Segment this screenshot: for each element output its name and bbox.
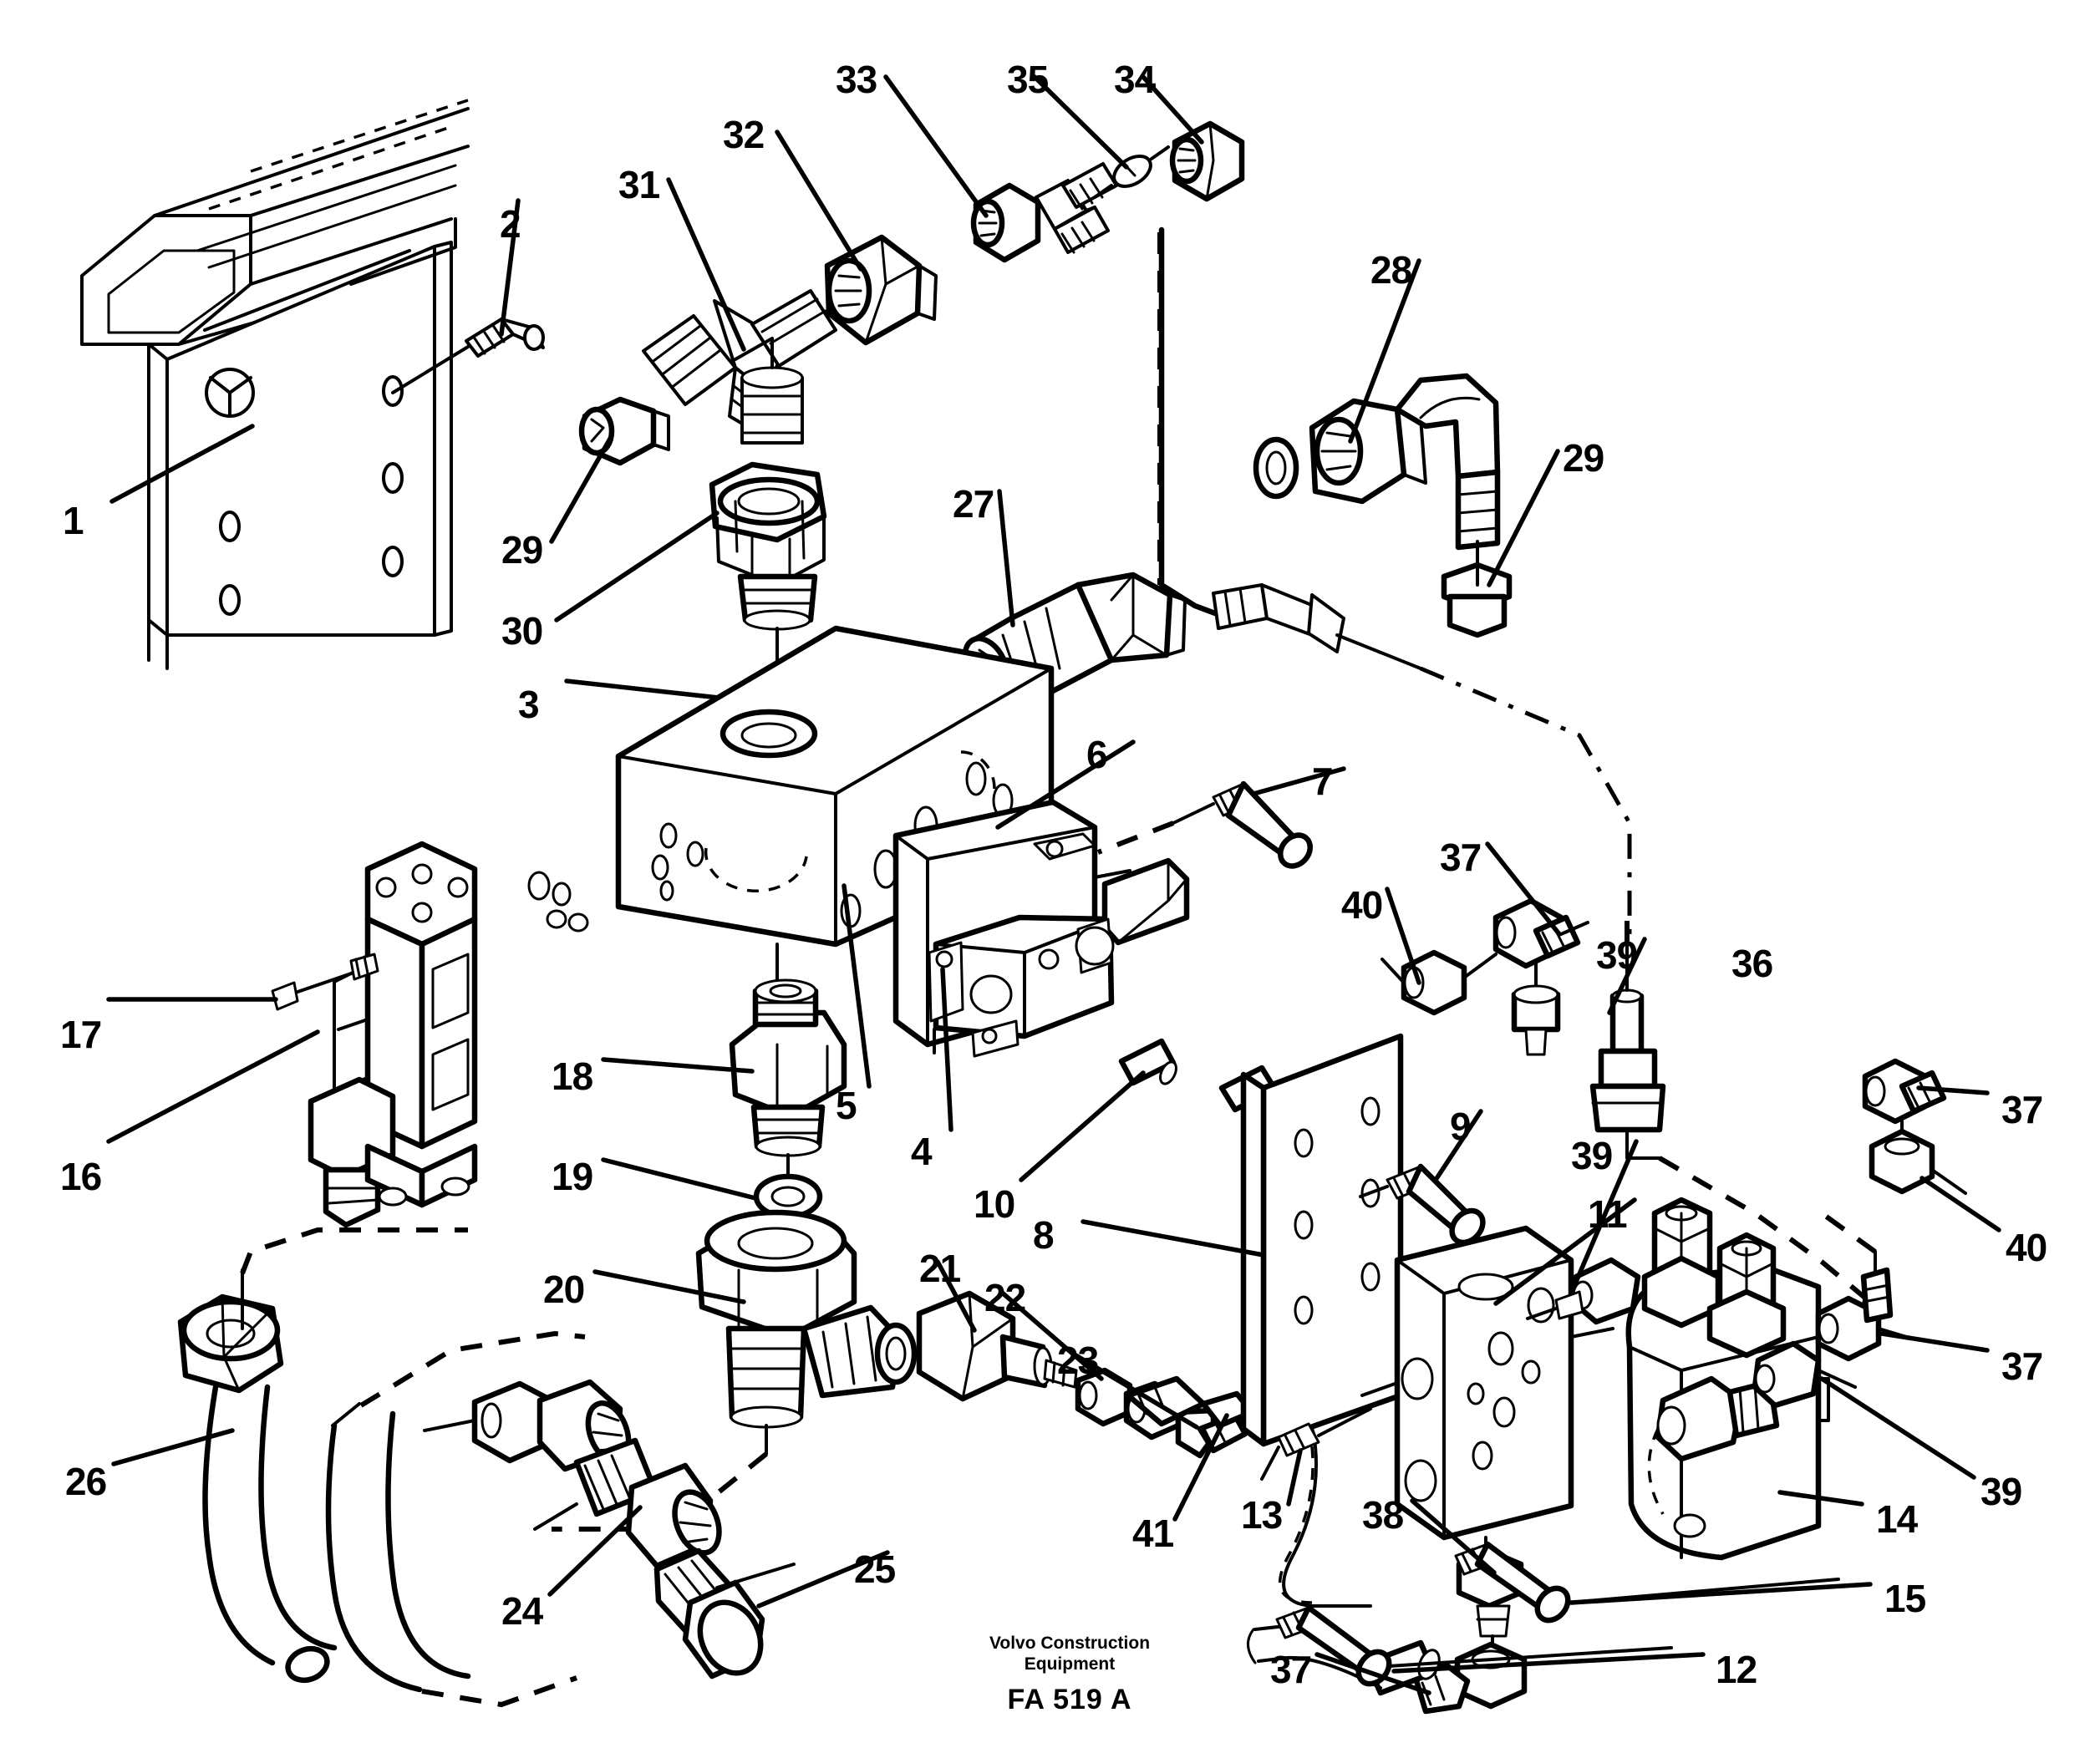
part-26-hose-assembly — [177, 1227, 586, 1708]
callout-plunger-pin: 17 — [60, 1013, 102, 1056]
callout-solenoid-valve: 16 — [60, 1155, 102, 1198]
part-4-valve-actuator — [928, 857, 1190, 1058]
part-13-screw — [1260, 1407, 1372, 1481]
hose-line-upper-right — [1212, 583, 1632, 936]
part-41-hydraulic-hose — [1125, 1375, 1372, 1608]
callout-dowel-pin: 5 — [836, 1084, 857, 1127]
part-40-hex-nut-right — [1869, 1128, 1967, 1195]
callout-hex-nut: 40 — [1341, 883, 1383, 927]
callout-screw: 12 — [1716, 1648, 1757, 1691]
callout-screw: 7 — [1312, 760, 1334, 803]
part-24-hose-coupling — [423, 1379, 722, 1569]
footer-brand-line2: Equipment — [1024, 1654, 1116, 1674]
callout-check-ball: 35 — [1007, 58, 1049, 101]
part-1-mounting-bracket — [80, 99, 470, 670]
callout-seal-plug: 29 — [501, 528, 543, 572]
callout-grease-nipple: 39 — [1981, 1470, 2022, 1513]
part-40-hex-nut-upper — [1381, 949, 1497, 1016]
callout-threaded-plug: 25 — [854, 1547, 896, 1591]
callout-tee-connector: 33 — [836, 58, 877, 101]
callout-bolt: 2 — [500, 202, 521, 246]
footer-brand-line1: Volvo Construction — [989, 1634, 1151, 1653]
callout-screw: 9 — [1450, 1105, 1472, 1148]
part-29-seal-plug-left — [578, 396, 670, 466]
callout-elbow-fitting-90: 28 — [1370, 248, 1412, 292]
callout-union-nut: 21 — [919, 1247, 961, 1290]
part-32-union-nut-upper — [824, 234, 938, 346]
part-2-bolt — [391, 318, 545, 394]
callout-valve-block: 3 — [518, 683, 540, 726]
loose-o-rings — [527, 871, 589, 933]
footer-brand: Volvo Construction Equipment — [919, 1634, 1220, 1675]
callout-elbow-connector: 37 — [1440, 836, 1482, 879]
callout-tee-fitting-upper: 31 — [618, 163, 660, 206]
callout-hydraulic-hose: 41 — [1132, 1512, 1174, 1555]
callout-coupling-nut: 22 — [984, 1276, 1026, 1319]
callout-banjo-valve-fitting: 38 — [1362, 1493, 1404, 1537]
part-30-threaded-adapter — [709, 461, 827, 704]
part-36-sensor-connector — [1589, 909, 1874, 1306]
callout-o-ring: 19 — [552, 1155, 593, 1198]
part-33-tee-connector — [970, 162, 1118, 263]
callout-seal-plug: 29 — [1563, 436, 1604, 480]
part-25-threaded-plug — [653, 1547, 796, 1680]
callout-pin: 10 — [974, 1182, 1015, 1226]
callout-union-nut-upper: 32 — [723, 113, 765, 156]
callout-hose-assembly: 26 — [65, 1460, 107, 1503]
callout-grease-nipple: 39 — [1596, 933, 1638, 977]
footer-drawing-code: FA 519 A — [1007, 1684, 1132, 1715]
callout-screw: 13 — [1241, 1493, 1283, 1537]
part-17-plunger-pin — [271, 953, 379, 1011]
part-16-solenoid-valve — [308, 841, 478, 1228]
part-21-union-nut — [916, 1290, 1078, 1402]
callout-cap-nut: 34 — [1114, 58, 1156, 101]
part-29-seal-plug-right — [1441, 540, 1513, 638]
part-9-screw — [1359, 1163, 1486, 1246]
part-39-grease-nipple-right — [1752, 1340, 1857, 1409]
callout-elbow-fitting: 23 — [1057, 1339, 1099, 1382]
callout-screw: 15 — [1884, 1577, 1926, 1620]
callout-elbow-connector: 37 — [2001, 1344, 2043, 1388]
nipple-above-adapter — [734, 337, 804, 445]
callout-hex-nut: 40 — [2006, 1226, 2047, 1269]
part-20-tee-fitting — [552, 1209, 918, 1532]
callout-elbow-connector: 37 — [2001, 1088, 2043, 1131]
callout-threaded-adapter: 30 — [501, 609, 543, 653]
callout-elbow-connector: 37 — [1270, 1648, 1312, 1691]
callout-grease-nipple: 39 — [1571, 1134, 1613, 1177]
part-11-valve-block-secondary — [1360, 1225, 1614, 1541]
callout-hose-coupling: 24 — [501, 1589, 543, 1633]
part-18-adapter-fitting — [729, 978, 847, 1180]
callout-mounting-bracket-plate: 1 — [63, 499, 84, 542]
callout-tee-fitting: 20 — [543, 1268, 585, 1311]
callout-valve-housing-cover: 6 — [1086, 733, 1108, 776]
part-37-elbow-connector-upper — [1492, 897, 1589, 1056]
part-7-screw — [1096, 780, 1314, 869]
part-34-cap-nut — [1169, 120, 1245, 202]
part-37-elbow-right-upper — [1862, 1058, 1947, 1148]
callout-mounting-plate: 8 — [1033, 1213, 1055, 1257]
callout-adapter-fitting: 18 — [552, 1054, 593, 1098]
part-15-screw — [1454, 1541, 1840, 1624]
part-31-tee-fitting-upper — [642, 289, 837, 436]
callout-control-valve: 14 — [1876, 1497, 1918, 1541]
part-28-elbow-90 — [1253, 373, 1501, 551]
callout-valve-actuator: 4 — [911, 1130, 933, 1173]
part-8-mounting-plate — [1240, 1033, 1404, 1447]
callout-sensor-connector: 36 — [1731, 942, 1773, 985]
part-12-screw — [1275, 1604, 1673, 1687]
callout-straight-adapter: 27 — [953, 482, 994, 526]
leader-lines — [106, 74, 2001, 1695]
callout-valve-block-secondary: 11 — [1588, 1192, 1628, 1236]
